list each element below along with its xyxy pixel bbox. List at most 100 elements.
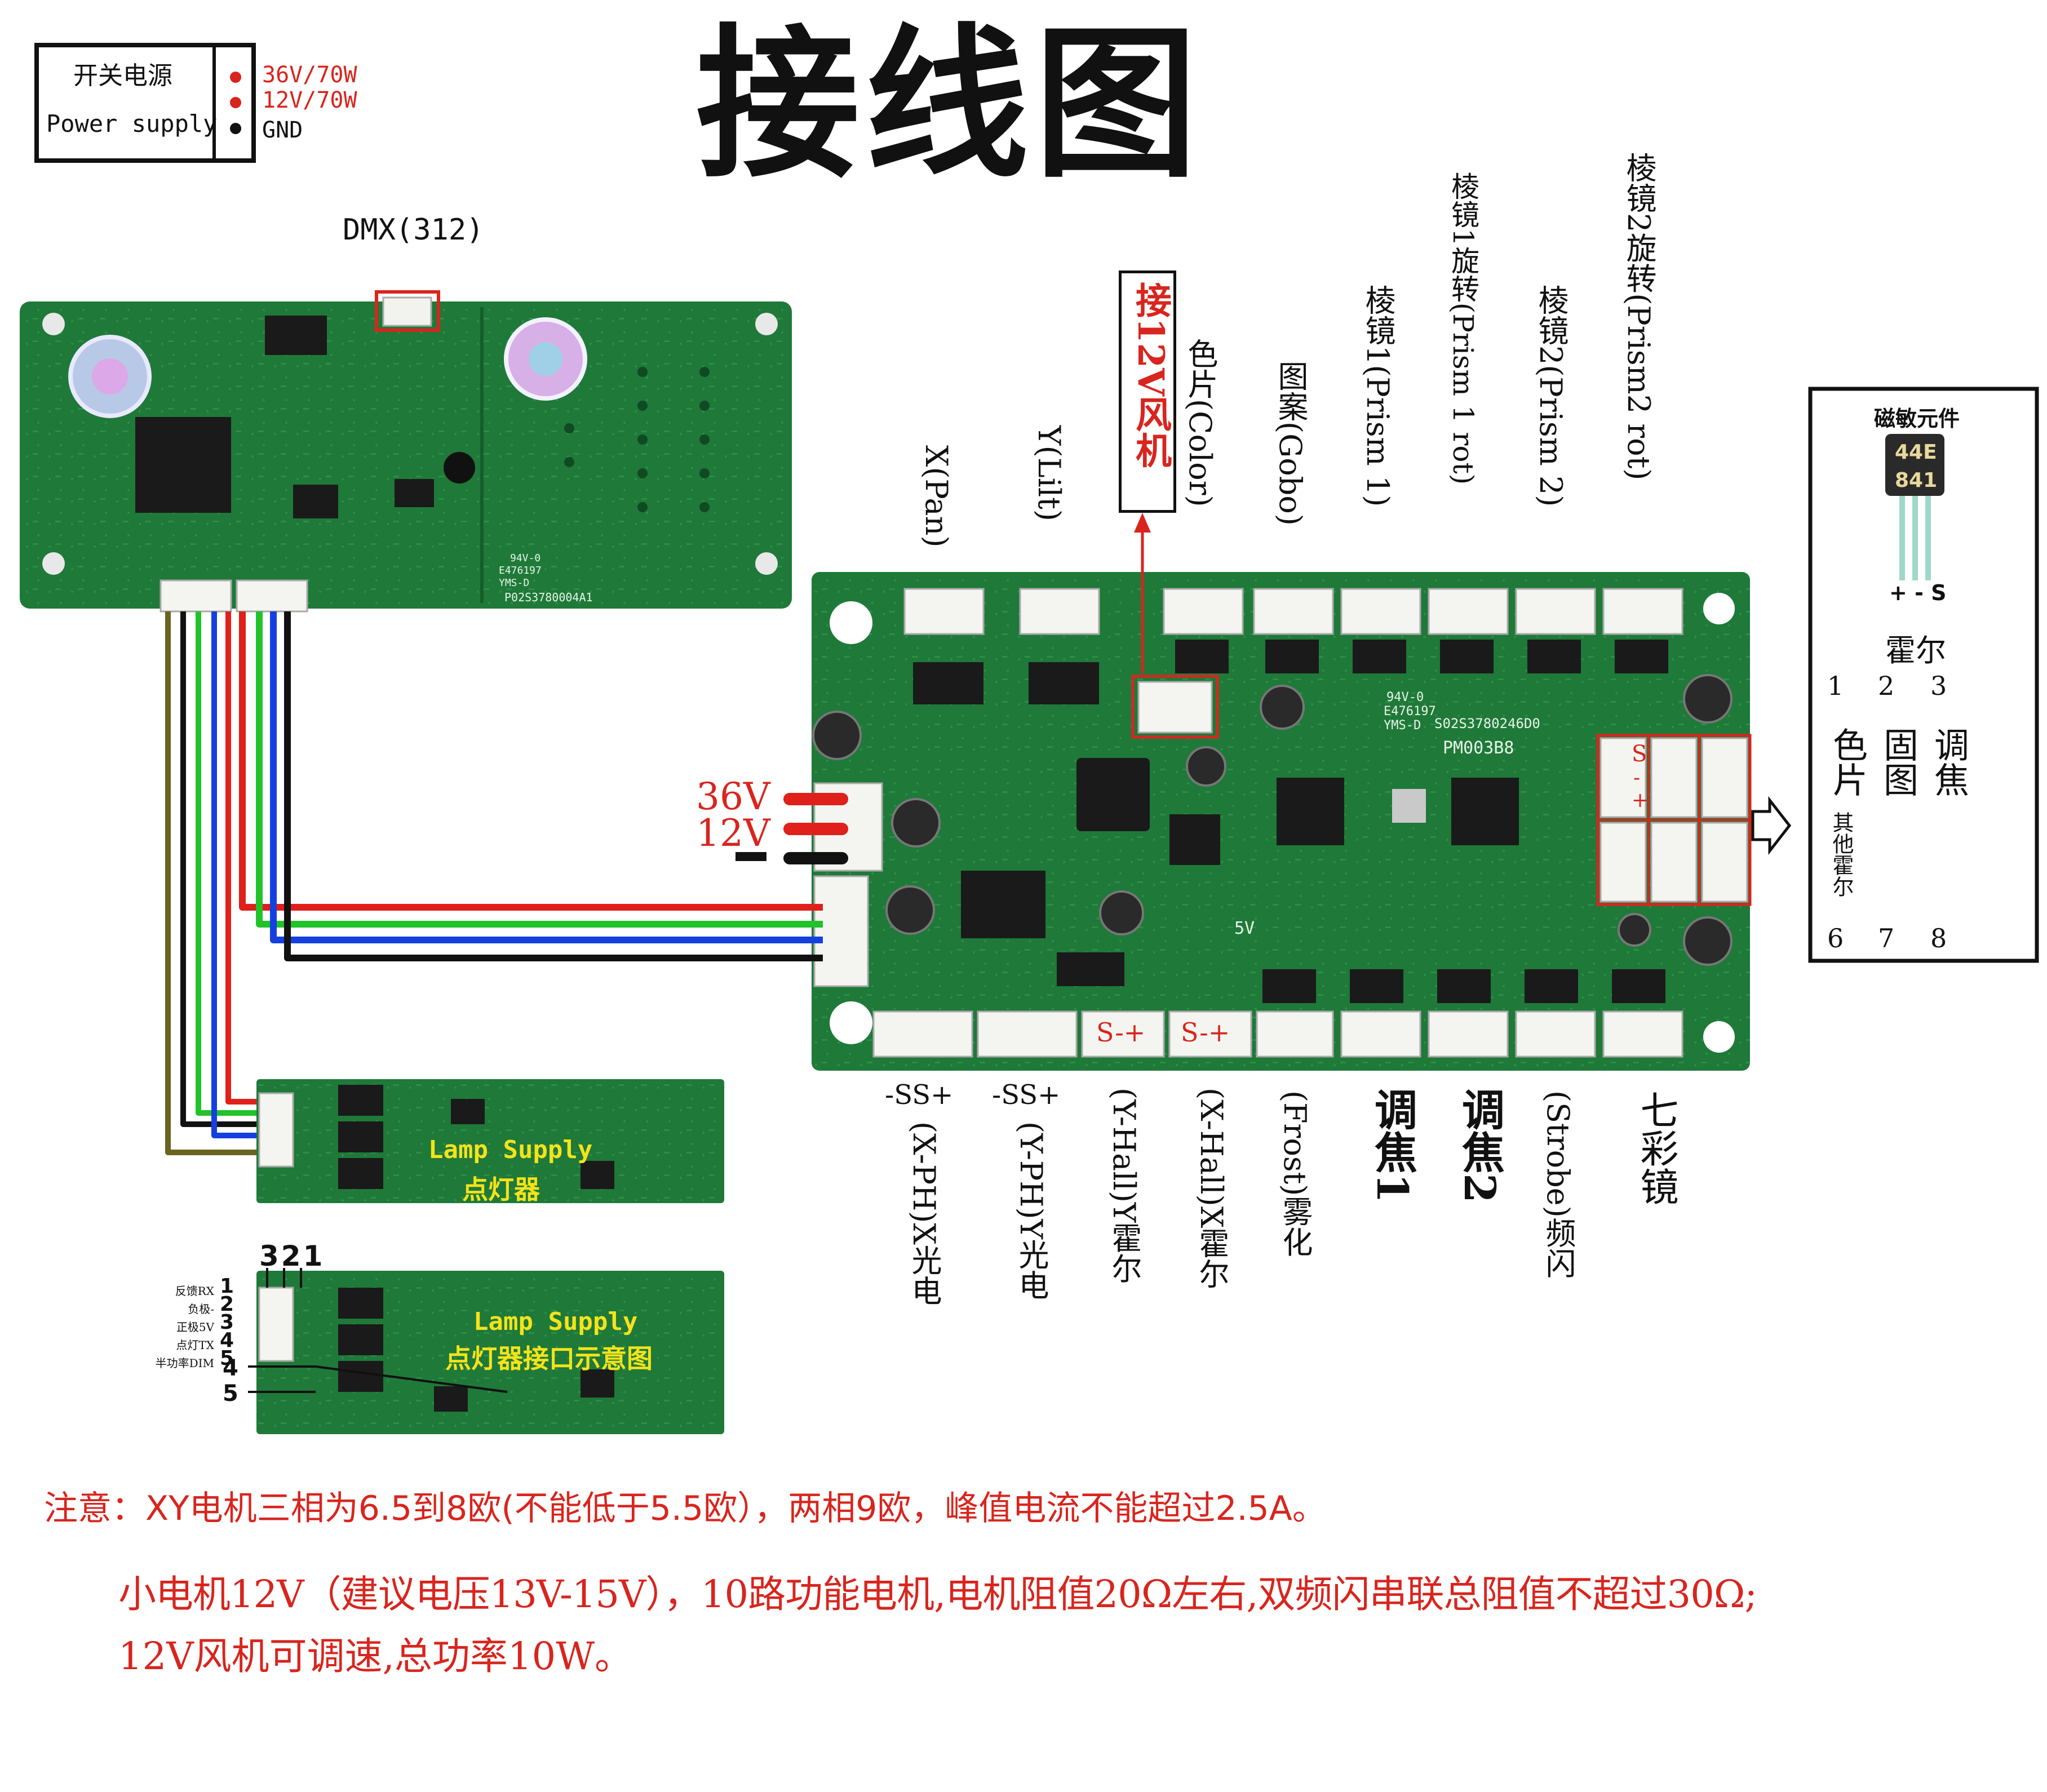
top-label-pan: X(Pan) — [919, 445, 954, 548]
hall-ports — [1600, 737, 1748, 903]
top-label-prism1: 棱镜1(Prism 1) — [1360, 285, 1395, 507]
pin-36v-label: 36V/70W — [262, 62, 357, 88]
note-line-2: 小电机12V（建议电压13V-15V），10路功能电机,电机阻值20Ω左右,双频… — [118, 1572, 1757, 1616]
lamp-pin-label-1: 反馈RX — [175, 1284, 214, 1298]
dmx-bottom-connector-left — [159, 579, 232, 613]
dmx-silk-code: P02S3780004A1 — [504, 591, 593, 604]
note-line-1: 注意：XY电机三相为6.5到8欧(不能低于5.5欧），两相9欧，峰值电流不能超过… — [44, 1489, 1326, 1528]
main-board-cert: 94V-0 — [1386, 690, 1424, 704]
fan-connector — [1137, 681, 1213, 734]
main-board — [812, 572, 1752, 1071]
hall-col-focus: 调焦 — [1928, 727, 1969, 797]
hall-chip-top: 44E — [1895, 441, 1937, 464]
main-board-yms: YMS-D — [1384, 718, 1421, 733]
hall-col-gobo: 固图 — [1877, 727, 1918, 797]
lamp-supply-1-en: Lamp Supply — [428, 1135, 593, 1164]
dmx-bottom-connector-right — [236, 579, 308, 613]
power-12v-label: 12V — [696, 811, 770, 855]
lamp-pin-extra-5: 5 — [223, 1381, 238, 1407]
lamp-pin-num-3: 3 — [220, 1311, 234, 1334]
hall-num-8: 8 — [1930, 923, 1947, 953]
hall-chip-icon — [1885, 434, 1944, 496]
lamp-pin-num-2: 2 — [220, 1293, 234, 1316]
pin-36v-dot — [230, 72, 241, 83]
main-board-code: PM003B8 — [1443, 738, 1514, 758]
dmx-label: DMX(312) — [343, 213, 484, 247]
bottom-label-frost: (Frost)雾化 — [1277, 1090, 1313, 1257]
pin-gnd-dot — [230, 123, 241, 134]
main-board-silk: S02S3780246D0 — [1434, 716, 1540, 731]
hall-arrow — [1751, 796, 1792, 855]
lamp-supply-2-top-nums: 321 — [259, 1240, 325, 1272]
bottom-label-rainbow: 七彩镜 — [1633, 1090, 1678, 1205]
pin-12v-dot — [230, 97, 241, 108]
hall-num-2: 2 — [1878, 671, 1895, 701]
lamp-supply-2-cn: 点灯器接口示意图 — [445, 1343, 653, 1374]
lamp-supply-board-2 — [248, 1268, 724, 1434]
hall-sensor-box — [1808, 387, 2039, 963]
main-board-5v: 5V — [1234, 919, 1255, 938]
top-label-prism1-rot: 棱镜1旋转(Prism 1 rot) — [1447, 172, 1479, 485]
hall-port-minus: - — [1633, 766, 1641, 789]
lamp-pin-num-1: 1 — [220, 1275, 234, 1298]
hall-num-1: 1 — [1827, 671, 1844, 701]
hall-other: 其他霍尔 — [1829, 811, 1854, 897]
power-supply-line1: 开关电源 — [73, 61, 172, 90]
signal-input-connector — [813, 875, 869, 987]
dmx-mcu-chip — [135, 417, 231, 513]
bottom-pin-yph: -SS+ — [992, 1079, 1061, 1111]
pin-gnd-label: GND — [262, 117, 303, 143]
note-line-3: 12V风机可调速,总功率10W。 — [118, 1634, 633, 1678]
bottom-label-focus1: 调焦1 — [1367, 1088, 1417, 1203]
hall-box-title: 磁敏元件 — [1874, 406, 1960, 431]
dmx-silk-mark: 94V-0 — [510, 552, 541, 564]
hall-port-s: S — [1632, 741, 1647, 767]
hall-name: 霍尔 — [1885, 633, 1946, 668]
bottom-label-focus2: 调焦2 — [1455, 1088, 1505, 1203]
fan-connector-highlight — [1131, 675, 1219, 739]
bottom-pin-yhall: S-+ — [1096, 1017, 1146, 1048]
bottom-label-strobe: (Strobe)频闪 — [1540, 1090, 1576, 1279]
main-inductor — [1076, 758, 1150, 831]
hall-num-6: 6 — [1827, 923, 1844, 953]
dmx-connector — [382, 296, 432, 327]
main-mcu-left — [1277, 778, 1344, 845]
hall-pins-label: + - S — [1889, 580, 1947, 605]
lamp-pin-extra-4: 4 — [223, 1355, 238, 1381]
hall-col-color: 色片 — [1827, 727, 1868, 797]
lamp-pin-label-2: 负极- — [188, 1302, 214, 1316]
top-label-tilt: Y(Lilt) — [1031, 425, 1067, 521]
top-label-gobo: 图案(Gobo) — [1273, 361, 1308, 526]
lamp-pin-label-4: 点灯TX — [176, 1338, 214, 1352]
power-36v-label: 36V — [696, 775, 770, 818]
lamp-supply-2-en: Lamp Supply — [473, 1307, 638, 1336]
lamp-pin-num-4: 4 — [220, 1329, 234, 1352]
lamp-pin-num-5: 5 — [220, 1347, 234, 1370]
fan-arrow — [1134, 513, 1151, 673]
dmx-silk-yms: YMS-D — [499, 577, 530, 589]
lamp-pin-label-5: 半功率DIM — [155, 1356, 214, 1370]
top-label-prism2-rot: 棱镜2旋转(Prism2 rot) — [1621, 152, 1656, 481]
top-label-color: 色片(Color) — [1182, 338, 1218, 507]
lamp-supply-1-cn: 点灯器 — [462, 1174, 540, 1205]
fan-label-box — [1119, 270, 1176, 513]
bottom-label-xhall: (X-Hall)X霍尔 — [1194, 1088, 1229, 1289]
hall-port-plus: + — [1632, 789, 1649, 812]
hall-num-7: 7 — [1878, 923, 1895, 953]
power-input-wires — [735, 793, 848, 864]
bottom-label-xph: (X-PH)X光电 — [906, 1121, 942, 1306]
hall-num-3: 3 — [1930, 671, 1947, 701]
main-mcu-right — [1451, 778, 1519, 845]
bottom-pin-xhall: S-+ — [1181, 1017, 1230, 1048]
power-supply-box — [34, 43, 256, 163]
dmx-board — [20, 290, 792, 613]
top-label-prism2: 棱镜2(Prism 2) — [1533, 285, 1569, 507]
lamp-supply-wires — [165, 611, 265, 1155]
pin-12v-label: 12V/70W — [262, 87, 357, 113]
dmx-signal-wires — [239, 611, 823, 961]
page-title: 接线图 — [696, 8, 1203, 200]
dmx-silk-num: E476197 — [499, 565, 542, 576]
power-supply-line2: Power supply — [46, 110, 218, 137]
main-board-cert-num: E476197 — [1384, 704, 1436, 718]
